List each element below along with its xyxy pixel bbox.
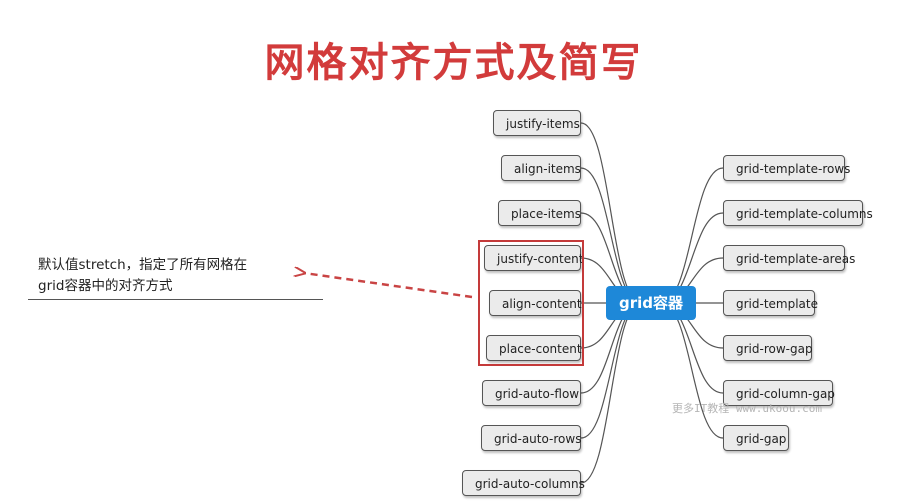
node-justify-items[interactable]: justify-items xyxy=(493,110,581,136)
node-grid-template-areas[interactable]: grid-template-areas xyxy=(723,245,855,271)
connector-right-6 xyxy=(660,302,724,439)
node-grid-template-rows[interactable]: grid-template-rows xyxy=(723,155,850,181)
node-justify-content[interactable]: justify-content xyxy=(484,245,583,271)
watermark: 更多IT教程 www.ukoou.com xyxy=(672,402,822,415)
highlight-box xyxy=(478,240,584,366)
center-node-grid-container[interactable]: grid容器 xyxy=(606,286,696,320)
node-grid-auto-rows[interactable]: grid-auto-rows xyxy=(481,425,581,451)
connector-left-7 xyxy=(580,302,642,439)
node-grid-row-gap[interactable]: grid-row-gap xyxy=(723,335,813,361)
node-grid-gap[interactable]: grid-gap xyxy=(723,425,789,451)
connector-left-8 xyxy=(580,302,642,484)
note-line-2: grid容器中的对齐方式 xyxy=(38,278,173,294)
node-align-content[interactable]: align-content xyxy=(489,290,582,316)
node-place-content[interactable]: place-content xyxy=(486,335,582,361)
callout-note: 默认值stretch，指定了所有网格在 grid容器中的对齐方式 xyxy=(38,255,298,297)
node-place-items[interactable]: place-items xyxy=(498,200,581,226)
node-grid-column-gap[interactable]: grid-column-gap xyxy=(723,380,835,406)
connector-left-1 xyxy=(580,167,642,304)
note-line-1: 默认值stretch，指定了所有网格在 xyxy=(38,257,248,273)
callout-arrow xyxy=(304,273,473,299)
node-align-items[interactable]: align-items xyxy=(501,155,581,181)
connector-left-0 xyxy=(580,122,642,304)
node-grid-template[interactable]: grid-template xyxy=(723,290,818,316)
page-title: 网格对齐方式及简写 xyxy=(264,40,643,86)
node-grid-auto-columns[interactable]: grid-auto-columns xyxy=(462,470,585,496)
connector-right-0 xyxy=(660,167,724,304)
node-grid-auto-flow[interactable]: grid-auto-flow xyxy=(482,380,581,406)
node-grid-template-columns[interactable]: grid-template-columns xyxy=(723,200,873,226)
note-underline xyxy=(28,299,323,300)
